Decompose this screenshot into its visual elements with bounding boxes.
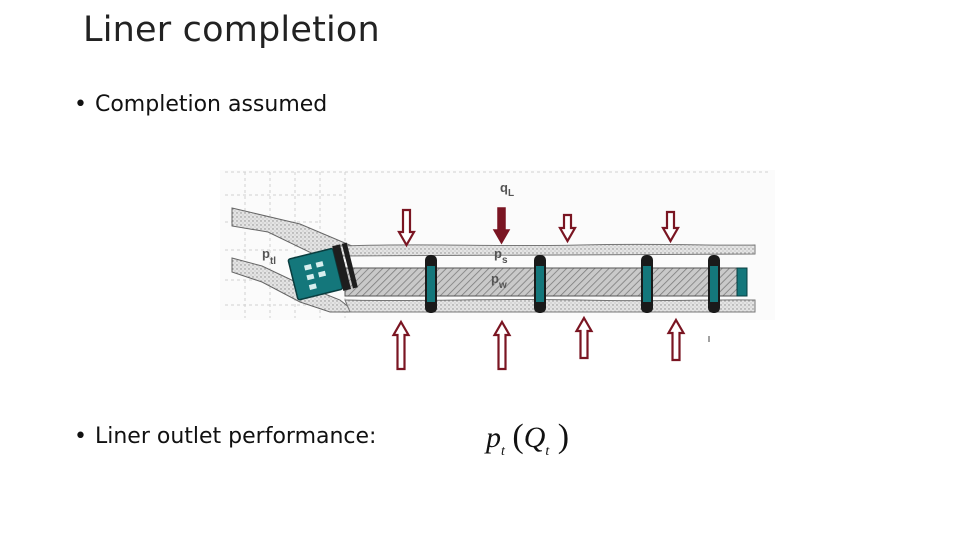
inflow-arrow-down-solid [492,207,511,245]
liner-end-cap [736,267,748,297]
packer [708,255,720,313]
packer [534,255,546,313]
inflow-arrow-up [574,315,594,360]
bullet-mark: • [74,92,87,117]
liner-hanger [287,242,358,301]
inflow-arrow-up [492,319,512,371]
label-ptl: ptl [262,246,276,267]
outlet-performance-formula: pt (Qt ) [486,418,570,459]
tubing-wall [231,207,357,313]
inflow-arrow-down [397,208,416,248]
inflow-arrow-up [391,319,411,371]
bullet-mark: • [74,424,87,449]
inflow-arrow-up [666,317,686,362]
inflow-arrow-down [661,210,680,244]
packer [425,255,437,313]
packer [641,255,653,313]
label-ps: ps [494,246,508,266]
slide-title: Liner completion [83,10,380,50]
inflow-arrow-down [558,213,577,244]
label-pw: pw [491,271,507,291]
bullet-text: Liner outlet performance: [94,424,377,449]
bullet-completion-assumed: • Completion assumed [74,92,327,117]
bullet-text: Completion assumed [94,92,328,117]
label-qL: qL [500,180,514,199]
bullet-liner-outlet-performance: • Liner outlet performance: [74,424,376,449]
